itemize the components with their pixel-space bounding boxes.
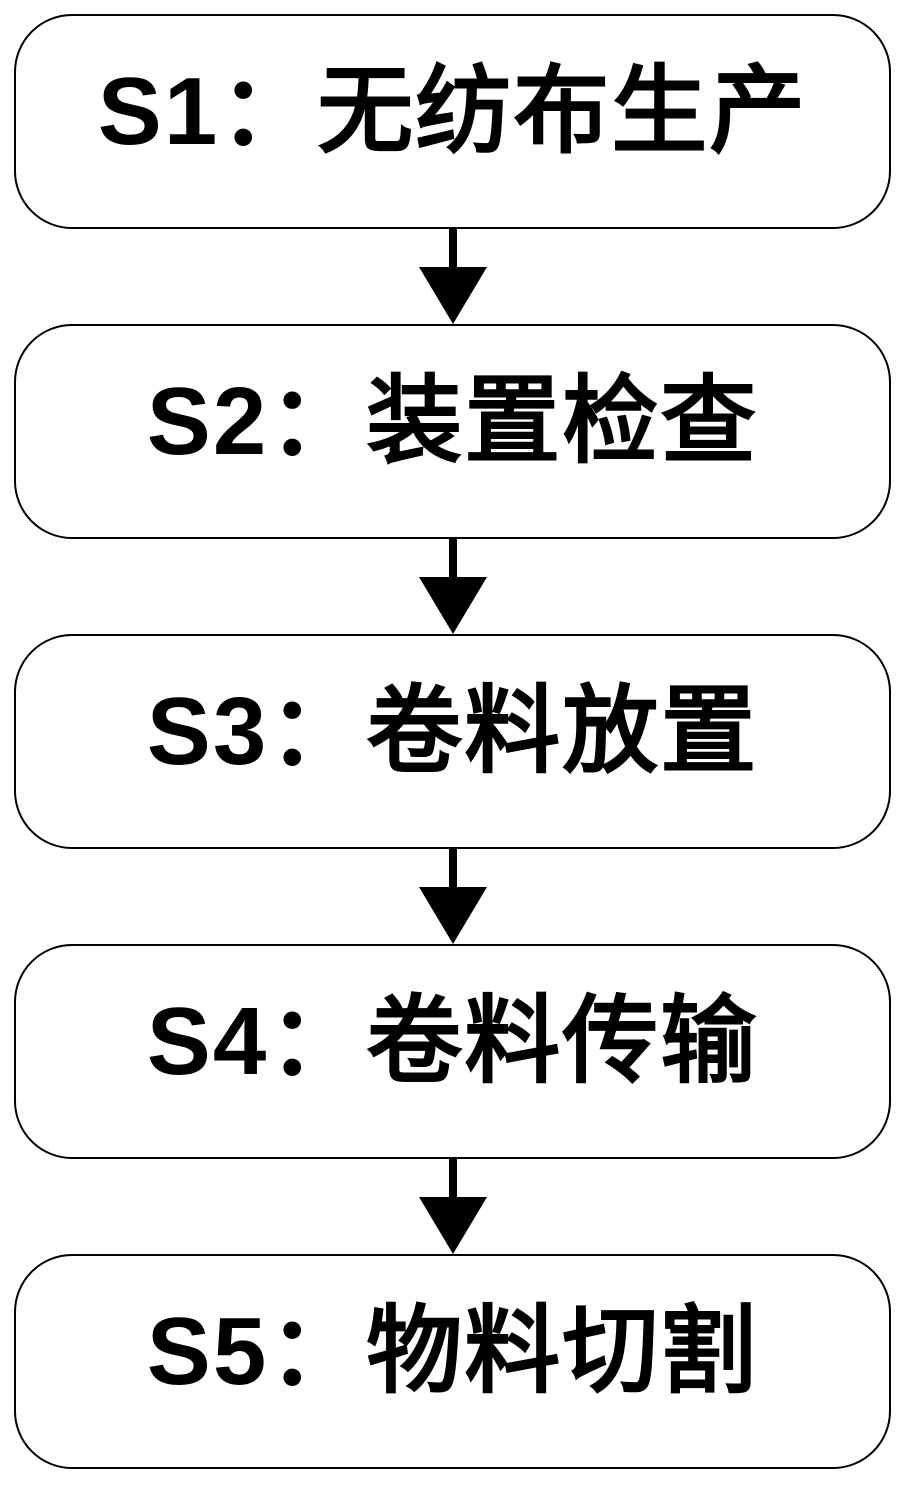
step-label-s5: S5：物料切割 — [146, 1297, 759, 1405]
flow-arrow-4 — [418, 1159, 487, 1254]
flow-arrow-1 — [418, 229, 487, 324]
step-label-s3: S3：卷料放置 — [146, 677, 759, 785]
flow-arrow-2 — [418, 539, 487, 634]
arrow-stem — [448, 539, 457, 577]
step-label-s4: S4：卷料传输 — [146, 987, 759, 1095]
arrow-stem — [448, 1159, 457, 1197]
step-box-s4: S4：卷料传输 — [14, 944, 891, 1159]
step-box-s5: S5：物料切割 — [14, 1254, 891, 1469]
flow-arrow-3 — [418, 849, 487, 944]
arrow-stem — [448, 229, 457, 267]
step-label-s1: S1：无纺布生产 — [97, 57, 808, 165]
step-box-s1: S1：无纺布生产 — [14, 14, 891, 229]
arrow-down-icon — [418, 887, 487, 944]
step-box-s3: S3：卷料放置 — [14, 634, 891, 849]
step-box-s2: S2：装置检查 — [14, 324, 891, 539]
step-label-s2: S2：装置检查 — [146, 367, 759, 475]
arrow-down-icon — [418, 267, 487, 324]
arrow-stem — [448, 849, 457, 887]
arrow-down-icon — [418, 577, 487, 634]
arrow-down-icon — [418, 1197, 487, 1254]
